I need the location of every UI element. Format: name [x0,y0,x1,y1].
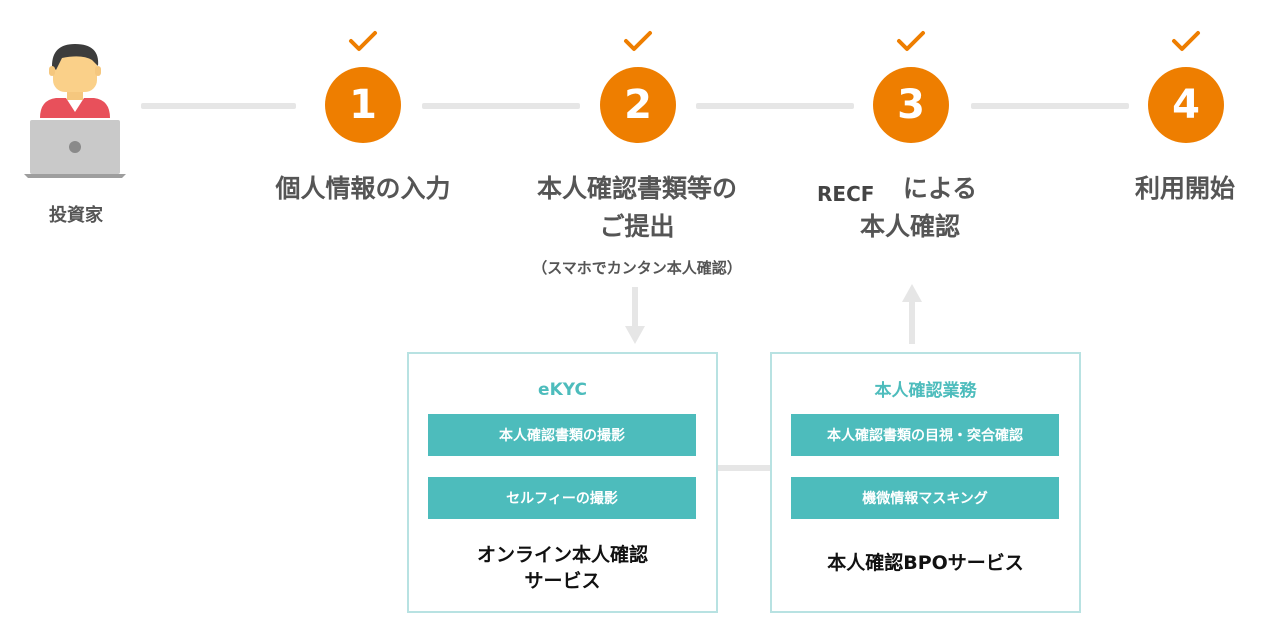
connector-boxes [716,465,771,471]
arrow-down-icon [625,326,645,344]
connector-investor-step1 [141,103,296,109]
investor-laptop-icon [24,44,126,178]
bpo-item-visual-check: 本人確認書類の目視・突合確認 [791,414,1059,456]
step-4-title: 利用開始 [1134,174,1235,203]
connector-step2-step3 [696,103,854,109]
checkmark-icon [897,31,925,51]
ekyc-service-box: eKYC 本人確認書類の撮影 セルフィーの撮影 オンライン本人確認 サービス [407,352,718,613]
step-3-title-line2: 本人確認 [859,212,960,241]
connector-step1-step2 [422,103,580,109]
step-1-title: 個人情報の入力 [275,174,451,203]
checkmark-icon [624,31,652,51]
step-2-title-line1: 本人確認書類等の [536,174,737,203]
step-2-circle: 2 [600,67,676,143]
checkmark-icon [1172,31,1200,51]
step-2-title: 本人確認書類等の ご提出 [496,170,778,246]
bpo-service-name: 本人確認BPOサービス [827,552,1024,574]
step-4-circle: 4 [1148,67,1224,143]
ekyc-service-name-line1: オンライン本人確認 [476,544,648,566]
connector-step3-step4 [971,103,1129,109]
arrow-up-shaft [909,302,915,344]
step-3-title-prefix: RECF [817,182,875,206]
step-2-note: （スマホでカンタン本人確認） [532,259,742,277]
ekyc-item-selfie: セルフィーの撮影 [428,477,696,519]
arrow-up-icon [902,284,922,302]
checkmark-icon [349,31,377,51]
arrow-down-shaft [632,287,638,327]
step-3-circle: 3 [873,67,949,143]
bpo-item-masking: 機微情報マスキング [791,477,1059,519]
bpo-service-box: 本人確認業務 本人確認書類の目視・突合確認 機微情報マスキング 本人確認BPOサ… [770,352,1081,613]
ekyc-header: eKYC [538,380,587,400]
investor-avatar [22,40,128,180]
bpo-header: 本人確認業務 [874,381,977,401]
ekyc-service-name-line2: サービス [524,570,601,592]
ekyc-item-document-photo: 本人確認書類の撮影 [428,414,696,456]
step-3-title-line1: による [902,174,978,203]
investor-label: 投資家 [49,205,103,226]
ekyc-service-name: オンライン本人確認 サービス [409,542,716,594]
step-1-circle: 1 [325,67,401,143]
step-2-title-line2: ご提出 [599,212,675,241]
